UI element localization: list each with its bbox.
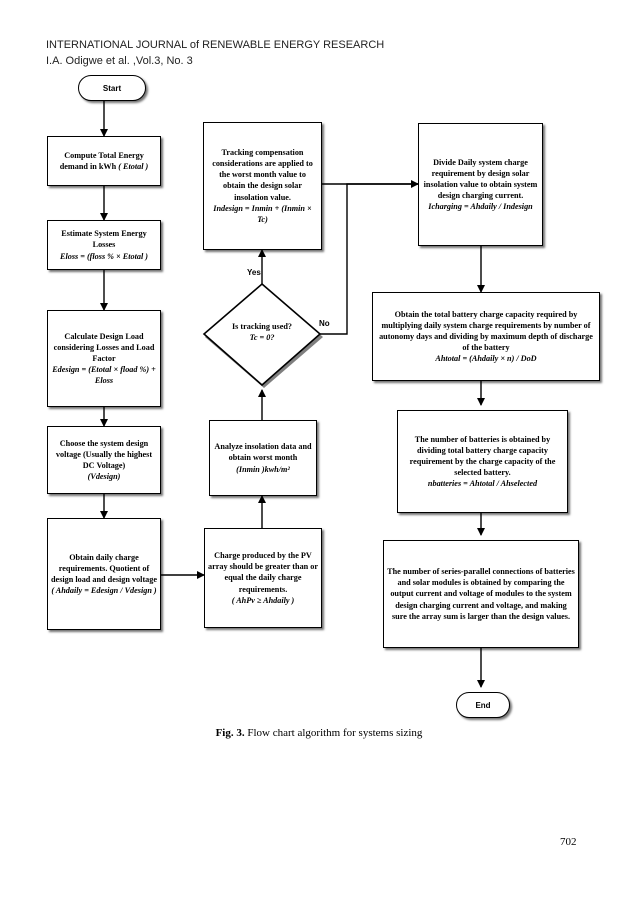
no-label: No [319,319,330,328]
divide-text: Divide Daily system charge requirement b… [423,157,538,201]
decision-text: Is tracking used? Tc = 0? [214,321,310,344]
author-header: I.A. Odigwe et al. ,Vol.3, No. 3 [46,55,193,67]
losses-eq: Eloss = (floss % × Etotal ) [59,251,149,261]
voltage-eq: (Vdesign) [87,472,121,482]
insolation-box: Analyze insolation data and obtain worst… [209,420,317,496]
start-terminal: Start [78,75,146,101]
start-label: Start [102,83,122,93]
decision-question: Is tracking used? [231,322,293,331]
compute-eq: ( Etotal ) [118,162,149,171]
series-parallel-text: The number of series-parallel connection… [387,567,575,621]
journal-header: INTERNATIONAL JOURNAL of RENEWABLE ENERG… [46,39,385,51]
pv-charge-text: Charge produced by the PV array should b… [208,551,318,594]
decision-diamond [202,282,323,388]
decision-eq: Tc = 0? [249,333,275,343]
battery-capacity-box: Obtain the total battery charge capacity… [372,292,600,381]
end-terminal: End [456,692,510,718]
losses-text: Estimate System Energy Losses [61,229,147,250]
daily-charge-box: Obtain daily charge requirements. Quotie… [47,518,161,630]
daily-charge-text: Obtain daily charge requirements. Quotie… [51,552,158,584]
figure-caption: Fig. 3. Flow chart algorithm for systems… [0,727,638,739]
compute-text: Compute Total Energy demand in kWh [59,150,144,171]
design-load-text: Calculate Design Load considering Losses… [53,331,155,363]
page-number: 702 [560,836,577,848]
tracking-text: Tracking compensation considerations are… [212,148,313,202]
num-batteries-eq: nbatteries = Ahtotal / Ahselected [427,479,538,489]
insolation-text: Analyze insolation data and obtain worst… [214,442,312,463]
design-load-box: Calculate Design Load considering Losses… [47,310,161,407]
yes-label: Yes [247,268,261,277]
daily-charge-eq: ( Ahdaily = Edesign / Vdesign ) [51,586,157,596]
caption-text: Flow chart algorithm for systems sizing [244,727,423,739]
battery-capacity-text: Obtain the total battery charge capacity… [379,309,593,353]
tracking-eq: Indesign = Inmin + (Inmin × Tc) [213,203,312,224]
series-parallel-box: The number of series-parallel connection… [383,540,579,648]
pv-charge-box: Charge produced by the PV array should b… [204,528,322,628]
design-load-eq: Edesign = (Etotal × fload %) + Eloss [52,365,156,386]
insolation-eq: (Inmin )kwh/m² [236,464,290,474]
voltage-text: Choose the system design voltage (Usuall… [55,438,153,470]
tracking-box: Tracking compensation considerations are… [203,122,322,250]
compute-energy-box: Compute Total Energy demand in kWh ( Eto… [47,136,161,186]
end-label: End [475,700,491,710]
design-voltage-box: Choose the system design voltage (Usuall… [47,426,161,494]
pv-charge-eq: ( AhPv ≥ Ahdaily ) [231,595,295,605]
num-batteries-box: The number of batteries is obtained by d… [397,410,568,513]
num-batteries-text: The number of batteries is obtained by d… [409,434,556,478]
battery-capacity-eq: Ahtotal = (Ahdaily × n) / DoD [435,354,537,364]
caption-label: Fig. 3. [215,727,245,739]
divide-eq: Icharging = Ahdaily / Indesign [428,202,533,212]
divide-charge-box: Divide Daily system charge requirement b… [418,123,543,246]
